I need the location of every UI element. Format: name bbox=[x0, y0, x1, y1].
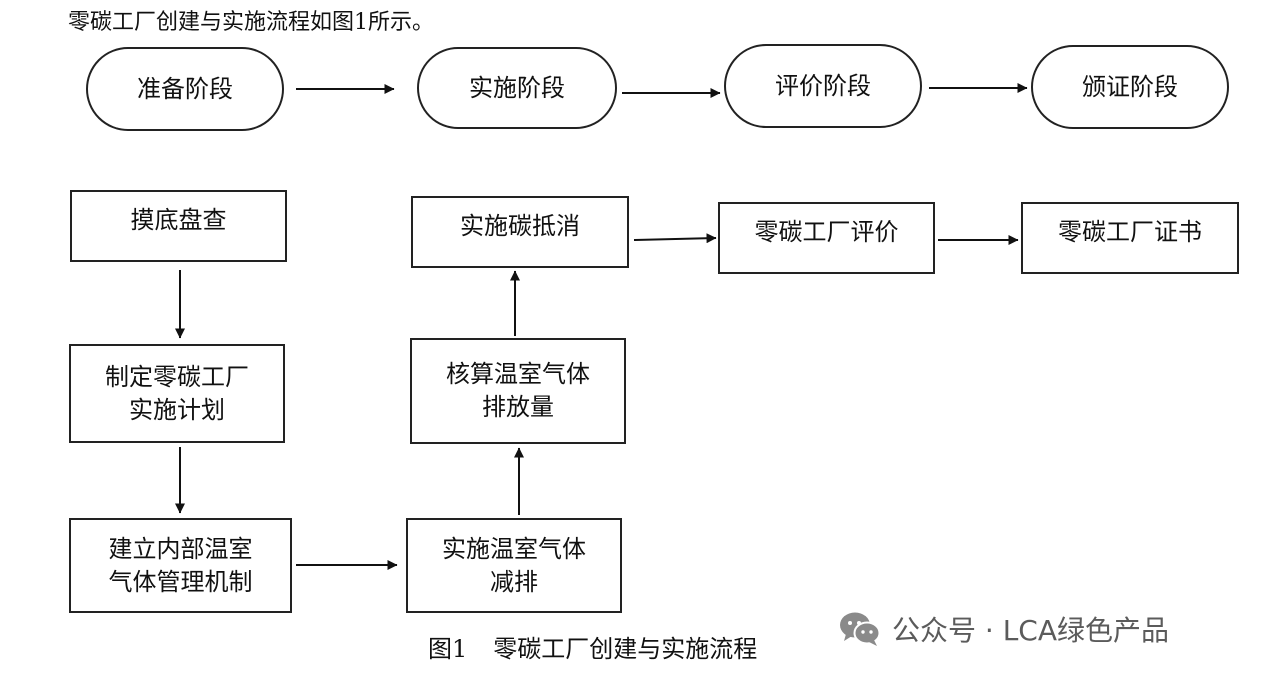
step-reduce: 实施温室气体 减排 bbox=[406, 518, 622, 613]
step-offset-label: 实施碳抵消 bbox=[460, 212, 580, 240]
stage-eval-label: 评价阶段 bbox=[775, 71, 871, 100]
step-evaluation-label: 零碳工厂评价 bbox=[754, 218, 899, 246]
stage-impl-label: 实施阶段 bbox=[469, 73, 565, 102]
step-survey-label: 摸底盘查 bbox=[130, 206, 227, 234]
figure-caption: 图1 零碳工厂创建与实施流程 bbox=[428, 632, 757, 666]
arrow-offset-to-evaluation bbox=[633, 233, 717, 244]
stage-prep: 准备阶段 bbox=[86, 47, 284, 131]
step-reduce-label: 实施温室气体 减排 bbox=[442, 534, 586, 596]
stage-prep-label: 准备阶段 bbox=[137, 74, 233, 103]
stage-cert: 颁证阶段 bbox=[1031, 45, 1229, 129]
step-account-label: 核算温室气体 排放量 bbox=[446, 360, 590, 421]
figure-number: 图1 bbox=[428, 635, 468, 663]
step-plan: 制定零碳工厂 实施计划 bbox=[69, 344, 285, 443]
stage-eval: 评价阶段 bbox=[724, 44, 922, 128]
watermark: 公众号 · LCA绿色产品 bbox=[838, 607, 1169, 651]
wechat-icon bbox=[838, 610, 882, 648]
step-certificate-label: 零碳工厂证书 bbox=[1058, 218, 1202, 246]
step-mech: 建立内部温室 气体管理机制 bbox=[69, 518, 292, 613]
step-plan-label: 制定零碳工厂 实施计划 bbox=[105, 362, 249, 424]
step-account: 核算温室气体 排放量 bbox=[410, 338, 626, 444]
step-offset: 实施碳抵消 bbox=[411, 196, 629, 268]
step-survey: 摸底盘查 bbox=[70, 190, 287, 262]
step-certificate: 零碳工厂证书 bbox=[1021, 202, 1239, 274]
step-evaluation: 零碳工厂评价 bbox=[718, 202, 935, 274]
stage-cert-label: 颁证阶段 bbox=[1082, 72, 1178, 101]
intro-text: 零碳工厂创建与实施流程如图1所示。 bbox=[68, 10, 434, 35]
stage-impl: 实施阶段 bbox=[417, 47, 617, 129]
figure-title: 零碳工厂创建与实施流程 bbox=[493, 635, 758, 663]
step-mech-label: 建立内部温室 气体管理机制 bbox=[108, 534, 253, 596]
watermark-text: 公众号 · LCA绿色产品 bbox=[892, 614, 1170, 647]
